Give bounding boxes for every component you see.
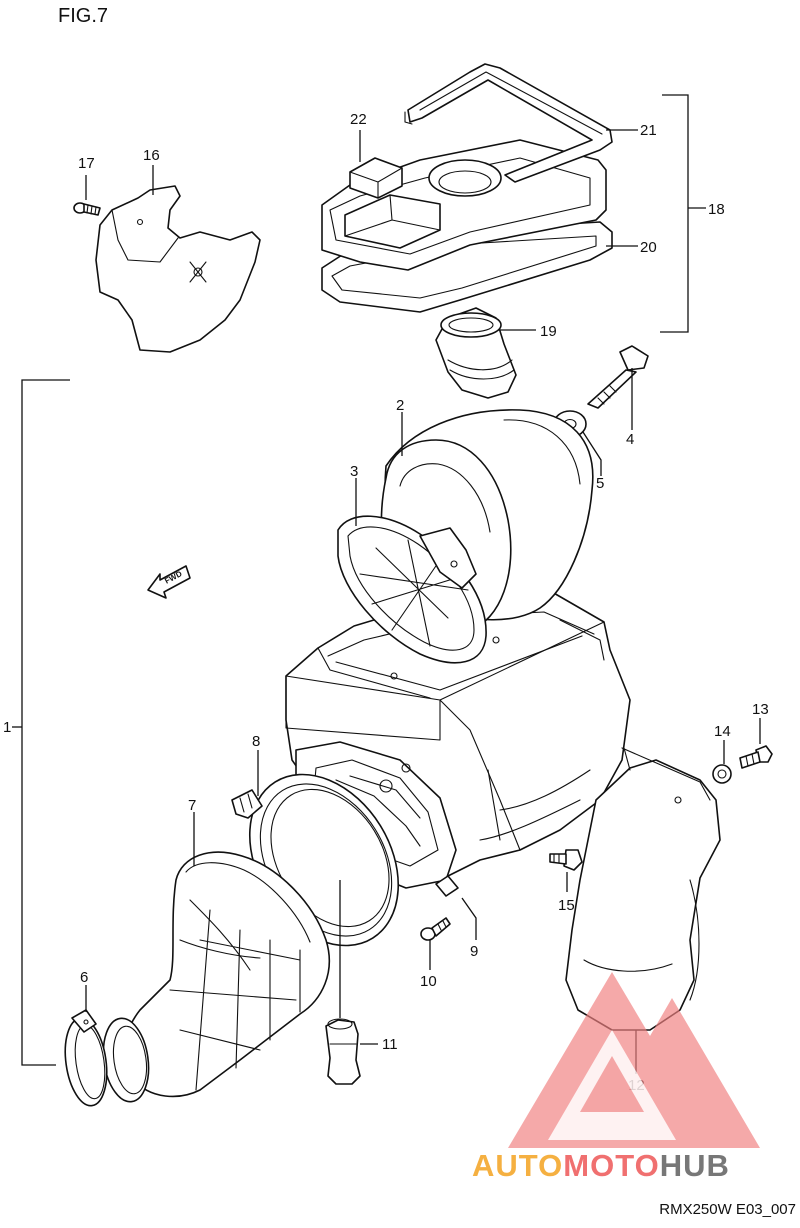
figure-title: FIG.7: [58, 5, 108, 27]
callout-11: 11: [382, 1036, 398, 1053]
part-6-clamp: [64, 1009, 108, 1107]
callout-9: 9: [470, 943, 478, 960]
watermark-moto: MOTO: [563, 1148, 659, 1183]
part-13-bolt: [739, 745, 773, 769]
callout-15: 15: [558, 897, 575, 914]
watermark-text: AUTOMOTOHUB: [472, 1148, 730, 1183]
callout-20: 20: [640, 239, 657, 256]
callout-19: 19: [540, 323, 557, 340]
callout-4: 4: [626, 431, 634, 448]
callout-22: 22: [350, 111, 367, 128]
part-10-screw: [420, 917, 451, 941]
callout-18: 18: [708, 201, 725, 218]
callout-5: 5: [596, 475, 604, 492]
part-4-bolt: [587, 345, 649, 409]
part-15-bolt: [549, 849, 583, 871]
callout-21: 21: [640, 122, 657, 139]
callout-3: 3: [350, 463, 358, 480]
watermark-hub: HUB: [660, 1148, 730, 1183]
part-16-bracket: [95, 185, 261, 353]
part-7-boot: [102, 851, 331, 1103]
part-17-screw: [73, 202, 101, 216]
fwd-arrow-icon: FWD: [147, 565, 191, 599]
callout-1: 1: [3, 719, 11, 736]
bracket-18: [660, 94, 689, 333]
callout-14: 14: [714, 723, 731, 740]
callout-13: 13: [752, 701, 769, 718]
callouts: 17 16 22 21 18 20 19 4 5 2 3 1 8 7 6 9 1…: [3, 111, 769, 1094]
callout-17: 17: [78, 155, 95, 172]
callout-16: 16: [143, 147, 160, 164]
part-11-drain: [325, 1018, 361, 1085]
part-22-pad: [349, 157, 403, 199]
watermark-auto: AUTO: [472, 1148, 563, 1183]
part-14-washer: [712, 764, 732, 784]
callout-2: 2: [396, 397, 404, 414]
part-9-nut: [435, 875, 459, 897]
callout-8: 8: [252, 733, 260, 750]
callout-7: 7: [188, 797, 196, 814]
callout-6: 6: [80, 969, 88, 986]
watermark-logo: [508, 972, 760, 1148]
callout-10: 10: [420, 973, 437, 990]
part-3-frame: [337, 515, 487, 664]
part-21-frame: [404, 63, 613, 183]
part-19-hose: [435, 307, 517, 399]
bracket-1: [21, 379, 70, 1066]
figure-code: RMX250W E03_007: [659, 1201, 796, 1218]
